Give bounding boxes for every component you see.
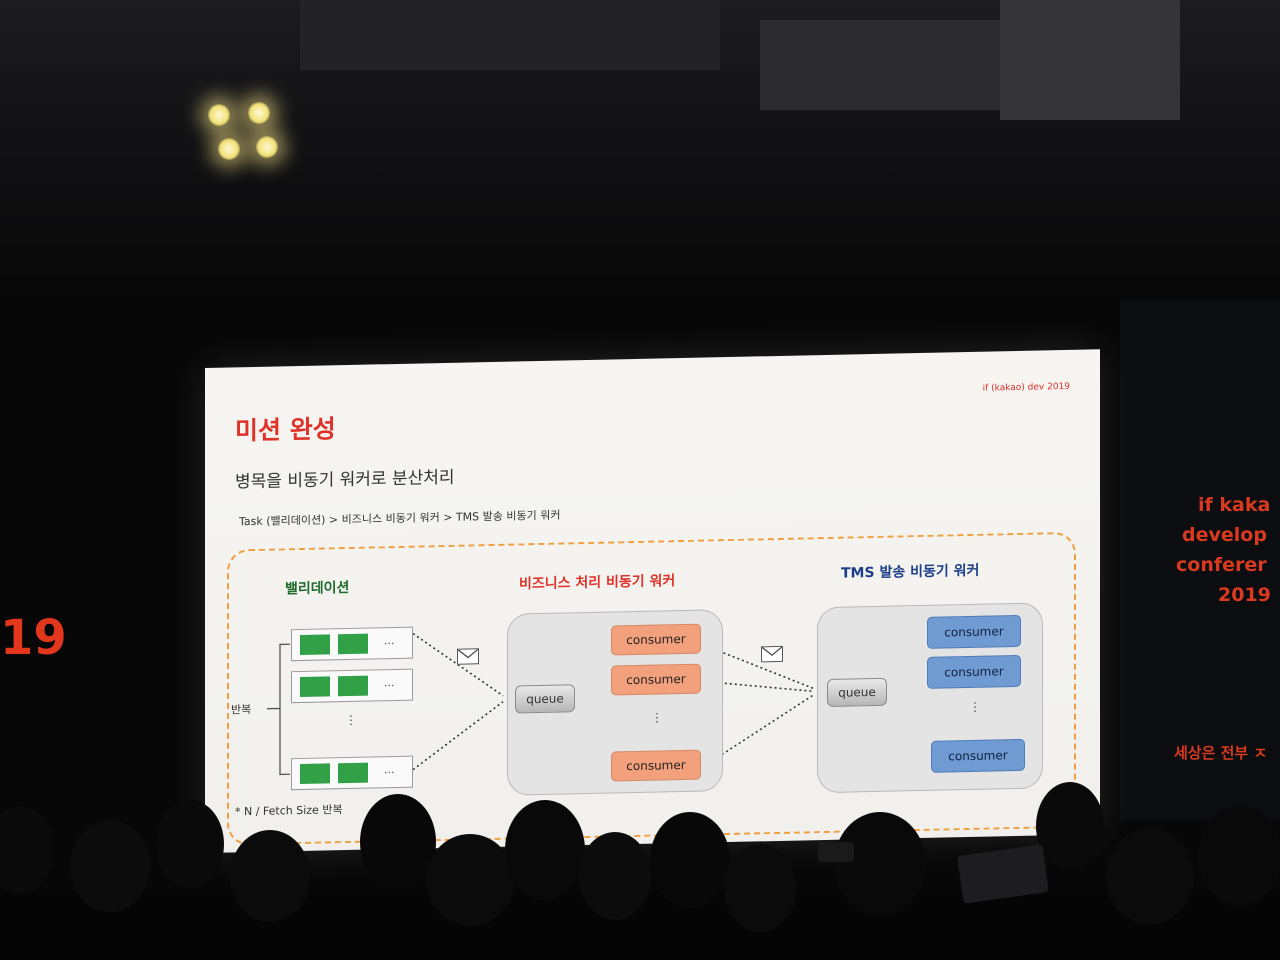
business-consumer: consumer bbox=[611, 623, 701, 656]
stage-light bbox=[256, 136, 278, 158]
tms-consumer: consumer bbox=[931, 738, 1025, 773]
vertical-ellipsis: ⋮ bbox=[651, 710, 663, 725]
business-queue: queue bbox=[515, 684, 575, 714]
stage-light bbox=[208, 104, 230, 126]
vertical-ellipsis: ⋮ bbox=[345, 712, 357, 728]
validation-block bbox=[338, 633, 368, 655]
business-consumer: consumer bbox=[611, 749, 701, 782]
validation-row: ... bbox=[291, 668, 413, 704]
ceiling-truss bbox=[300, 0, 720, 70]
banner-tagline: 세상은 전부 ㅈ bbox=[1174, 744, 1268, 762]
row-ellipsis: ... bbox=[384, 676, 395, 690]
banner-line: if kaka bbox=[1198, 494, 1271, 516]
stage-light bbox=[248, 102, 270, 124]
stage-light bbox=[218, 138, 240, 160]
tms-queue: queue bbox=[827, 677, 887, 707]
business-worker-title: 비즈니스 처리 비동기 워커 bbox=[519, 573, 676, 593]
tms-worker-title: TMS 발송 비동기 워커 bbox=[841, 562, 980, 582]
validation-block bbox=[338, 675, 368, 697]
banner-line: conferer bbox=[1176, 554, 1267, 576]
tms-consumer: consumer bbox=[927, 654, 1021, 689]
venue-ceiling bbox=[0, 0, 1280, 300]
left-edge-banner-text: 19 bbox=[0, 610, 67, 666]
audience-silhouettes bbox=[0, 782, 1280, 960]
tms-consumer: consumer bbox=[927, 614, 1021, 649]
ceiling-truss bbox=[1000, 0, 1180, 120]
validation-title: 밸리데이션 bbox=[285, 579, 350, 598]
projection-screen: if (kakao) dev 2019 미션 완성 병목을 비동기 워커로 분산… bbox=[205, 349, 1100, 853]
validation-block bbox=[300, 676, 330, 698]
row-ellipsis: ... bbox=[384, 634, 395, 648]
business-consumer: consumer bbox=[611, 663, 701, 696]
banner-line: develop bbox=[1182, 524, 1267, 546]
row-ellipsis: ... bbox=[384, 763, 395, 777]
envelope-icon bbox=[457, 648, 479, 665]
validation-row: ... bbox=[291, 626, 413, 662]
envelope-icon bbox=[761, 645, 783, 663]
validation-block bbox=[300, 634, 330, 656]
banner-line: 2019 bbox=[1218, 584, 1271, 606]
repeat-label: 반복 bbox=[231, 703, 252, 717]
vertical-ellipsis: ⋮ bbox=[969, 699, 981, 714]
side-banner: if kaka develop conferer 2019 세상은 전부 ㅈ bbox=[1120, 300, 1280, 820]
